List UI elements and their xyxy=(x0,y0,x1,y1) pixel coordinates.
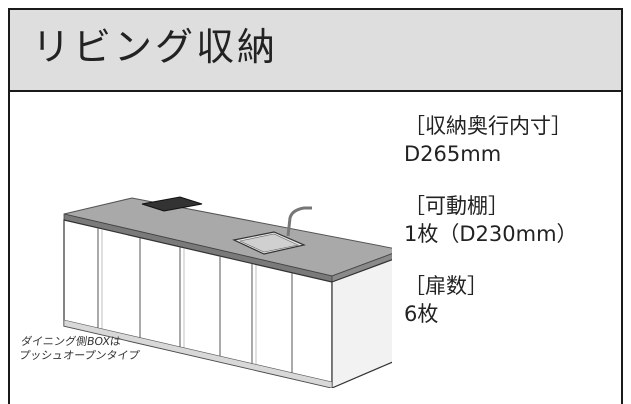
spec-value: 1枚（D230mm） xyxy=(404,222,578,246)
spec-value: D265mm xyxy=(404,142,502,166)
spec-value: 6枚 xyxy=(404,302,439,326)
caption-line: ダイニング側BOXは xyxy=(20,335,122,348)
content-panel: リビング収納 xyxy=(8,8,623,404)
faucet xyxy=(286,206,312,237)
kitchen-storage-illustration xyxy=(63,196,392,388)
title-bar: リビング収納 xyxy=(10,10,621,92)
illustration-caption: ダイニング側BOXは プッシュオープンタイプ xyxy=(18,335,142,363)
spec-label: ［扉数］ xyxy=(404,274,488,298)
cabinet-side xyxy=(331,259,392,388)
page-title: リビング収納 xyxy=(32,25,279,69)
spec-label: ［収納奥行内寸］ xyxy=(404,114,572,138)
spec-item-storage-depth: ［収納奥行内寸］ D265mm xyxy=(404,112,619,168)
spec-list: ［収納奥行内寸］ D265mm ［可動棚］ 1枚（D230mm） ［扉数］ 6枚 xyxy=(404,112,619,352)
cabinet-front xyxy=(63,219,333,388)
caption-line: プッシュオープンタイプ xyxy=(18,349,141,362)
spec-label: ［可動棚］ xyxy=(404,194,509,218)
cooktop xyxy=(141,196,203,212)
spec-item-door-count: ［扉数］ 6枚 xyxy=(404,272,619,328)
spec-item-movable-shelf: ［可動棚］ 1枚（D230mm） xyxy=(404,192,619,248)
